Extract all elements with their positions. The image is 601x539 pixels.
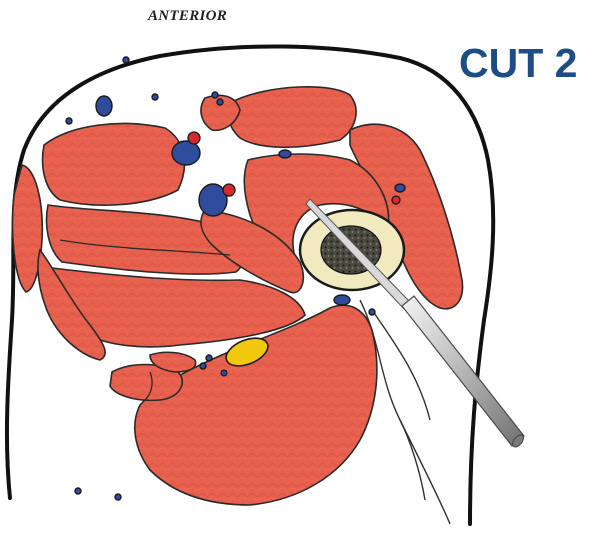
vein-small-3 [212, 92, 218, 98]
vein-femoral-upper [172, 141, 200, 165]
orientation-label: ANTERIOR [148, 8, 227, 25]
vein-small-9 [115, 494, 121, 500]
artery-deep [223, 184, 235, 196]
muscle-rectus-femoris [229, 87, 356, 147]
vein-deep-femoral [279, 150, 291, 158]
vein-perforator [395, 184, 405, 192]
vein-small-4 [217, 99, 223, 105]
vein-great-saphenous [96, 96, 112, 116]
artery-small [392, 196, 400, 204]
nerve-small [221, 370, 227, 376]
vein-small-1 [123, 57, 129, 63]
figure-title: CUT 2 [459, 40, 577, 87]
muscle-vastus-lateralis-upper [43, 123, 185, 205]
vein-posterior [334, 295, 350, 305]
vein-small-6 [206, 355, 212, 361]
artery-femoral [188, 132, 200, 144]
vein-small-8 [75, 488, 81, 494]
vein-small-2 [152, 94, 158, 100]
vein-small-10 [369, 309, 375, 315]
vein-small-5 [66, 118, 72, 124]
vein-small-7 [200, 363, 206, 369]
